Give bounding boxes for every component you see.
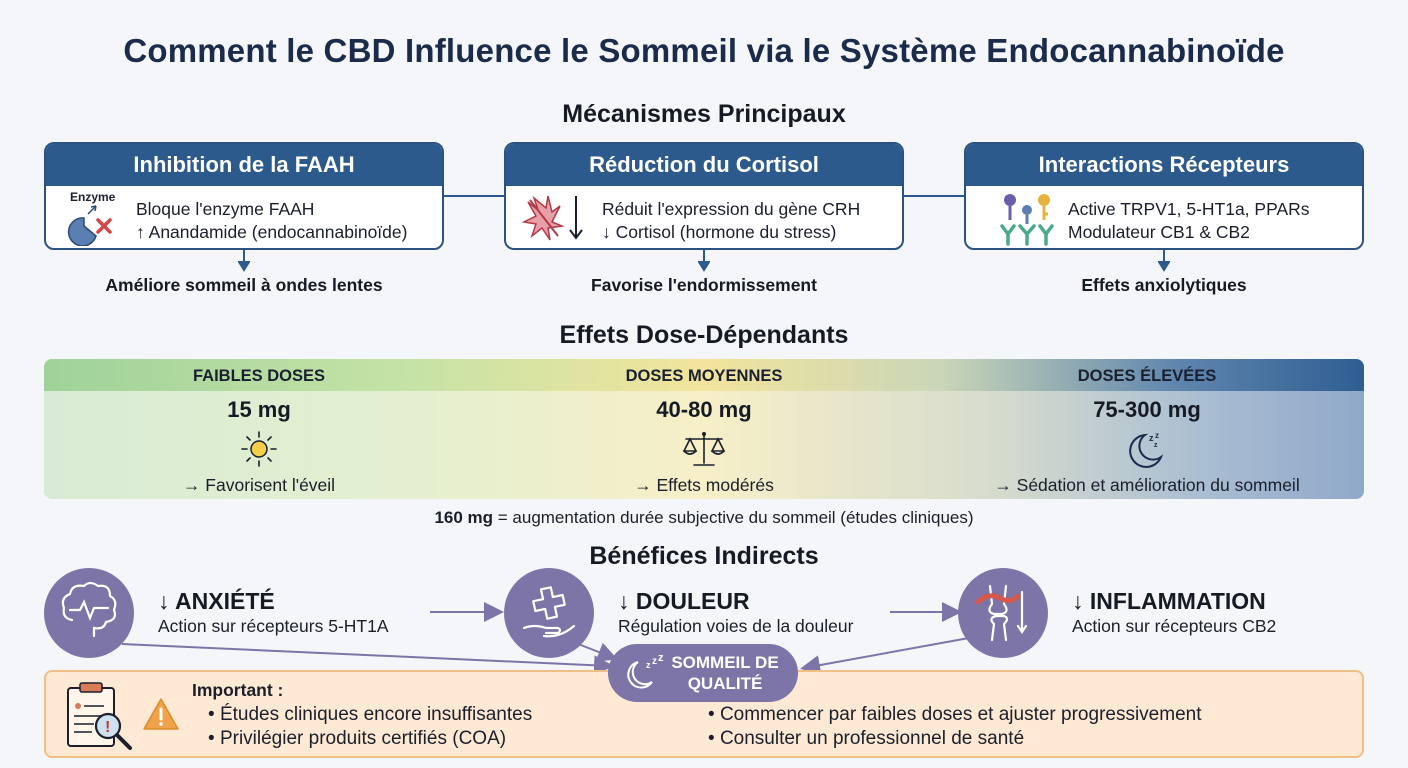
card-connector bbox=[444, 195, 504, 197]
card-connector bbox=[904, 195, 964, 197]
mechanism-card-faah: Inhibition de la FAAH Enzyme Bloque l'en… bbox=[44, 142, 444, 250]
balance-scale-icon bbox=[682, 432, 726, 466]
knee-joint-icon bbox=[958, 568, 1048, 658]
doses-heading: Effets Dose-Dépendants bbox=[559, 321, 849, 349]
dose-note: 160 mg = augmentation durée subjective d… bbox=[0, 508, 1408, 528]
mechanism-card-receptors: Interactions Récepteurs Active TRPV1, 5-… bbox=[964, 142, 1364, 250]
stress-down-icon bbox=[521, 192, 592, 246]
dose-name: DOSES ÉLEVÉES bbox=[1077, 367, 1217, 385]
card-title: Inhibition de la FAAH bbox=[46, 144, 442, 186]
enzyme-blocked-icon: Enzyme bbox=[66, 190, 126, 246]
card-line: Réduit l'expression du gène CRH bbox=[602, 199, 861, 219]
dose-name: FAIBLES DOSES bbox=[192, 367, 326, 385]
down-arrow-icon bbox=[238, 250, 250, 272]
benefit-title: ↓ ANXIÉTÉ bbox=[158, 588, 275, 614]
dose-amount: 15 mg bbox=[227, 397, 291, 422]
dose-level-low: FAIBLES DOSES 15 mg → Favorisent l'éveil bbox=[44, 359, 479, 496]
page-title: Comment le CBD Influence le Sommeil via … bbox=[123, 32, 1285, 69]
dose-level-medium: DOSES MOYENNES 40-80 mg → Effets modérés bbox=[484, 359, 924, 496]
warning-icon bbox=[143, 698, 179, 730]
important-item: • Études cliniques encore insuffisantes bbox=[208, 704, 533, 725]
benefit-desc: Régulation voies de la douleur bbox=[618, 616, 854, 636]
svg-text:z: z bbox=[1149, 433, 1154, 443]
mechanisms-heading: Mécanismes Principaux bbox=[562, 100, 846, 128]
sleep-line: SOMMEIL DE bbox=[671, 653, 779, 672]
moon-sleep-icon: z z z bbox=[1129, 431, 1164, 468]
sleep-line: QUALITÉ bbox=[687, 674, 763, 693]
important-item: • Consulter un professionnel de santé bbox=[708, 728, 1025, 749]
brain-icon bbox=[44, 568, 134, 658]
important-box: ! Important : • Études cliniques encore … bbox=[44, 670, 1364, 758]
svg-text:!: ! bbox=[105, 719, 110, 736]
card-line: ↓ Cortisol (hormone du stress) bbox=[602, 222, 837, 242]
hand-care-icon bbox=[504, 568, 594, 658]
card-line: ↑ Anandamide (endocannabinoïde) bbox=[136, 222, 408, 242]
mechanism-effect: Améliore sommeil à ondes lentes bbox=[105, 275, 383, 295]
clipboard-search-icon: ! bbox=[67, 682, 132, 750]
mechanism-effect: Effets anxiolytiques bbox=[1081, 275, 1247, 295]
quality-sleep-badge: z z z SOMMEIL DE QUALITÉ bbox=[608, 644, 798, 702]
down-arrow-icon bbox=[1158, 250, 1170, 272]
svg-text:z: z bbox=[646, 660, 651, 670]
card-line: Active TRPV1, 5-HT1a, PPARs bbox=[1068, 199, 1310, 219]
dose-effect: → Sédation et amélioration du sommeil bbox=[994, 475, 1300, 495]
important-title: Important : bbox=[192, 680, 284, 700]
benefit-desc: Action sur récepteurs 5-HT1A bbox=[158, 616, 389, 636]
benefit-desc: Action sur récepteurs CB2 bbox=[1072, 616, 1277, 636]
receptor-keys-icon bbox=[998, 190, 1060, 246]
dose-band: FAIBLES DOSES 15 mg → Favorisent l'éveil… bbox=[44, 359, 1364, 499]
benefit-title: ↓ INFLAMMATION bbox=[1072, 588, 1266, 614]
card-title: Réduction du Cortisol bbox=[506, 144, 902, 186]
dose-level-high: DOSES ÉLEVÉES 75-300 mg z z z → Sédation… bbox=[927, 359, 1364, 496]
dose-note-text: = augmentation durée subjective du somme… bbox=[493, 508, 974, 527]
mechanism-effect: Favorise l'endormissement bbox=[591, 275, 817, 295]
moon-sleep-icon: z z z bbox=[627, 654, 664, 689]
dose-amount: 40-80 mg bbox=[656, 397, 752, 422]
svg-text:z: z bbox=[1154, 442, 1158, 449]
svg-text:z: z bbox=[652, 656, 657, 667]
important-item: • Privilégier produits certifiés (COA) bbox=[208, 728, 507, 749]
mechanism-card-cortisol: Réduction du Cortisol Réduit l'expressio… bbox=[504, 142, 904, 250]
benefits-heading: Bénéfices Indirects bbox=[589, 542, 819, 570]
card-title: Interactions Récepteurs bbox=[966, 144, 1362, 186]
down-arrow-icon bbox=[698, 250, 710, 272]
svg-text:z: z bbox=[658, 654, 664, 664]
card-line: Modulateur CB1 & CB2 bbox=[1068, 222, 1250, 242]
sun-icon bbox=[241, 431, 277, 467]
important-item: • Commencer par faibles doses et ajuster… bbox=[708, 704, 1202, 725]
benefit-title: ↓ DOULEUR bbox=[618, 588, 750, 614]
dose-effect: → Favorisent l'éveil bbox=[182, 475, 336, 495]
svg-text:z: z bbox=[1155, 431, 1159, 440]
dose-amount: 75-300 mg bbox=[1093, 397, 1201, 422]
dose-effect: → Effets modérés bbox=[634, 475, 774, 495]
dose-name: DOSES MOYENNES bbox=[625, 367, 783, 385]
enzyme-label: Enzyme bbox=[70, 190, 116, 204]
card-line: Bloque l'enzyme FAAH bbox=[136, 199, 315, 219]
dose-note-bold: 160 mg bbox=[434, 508, 494, 527]
